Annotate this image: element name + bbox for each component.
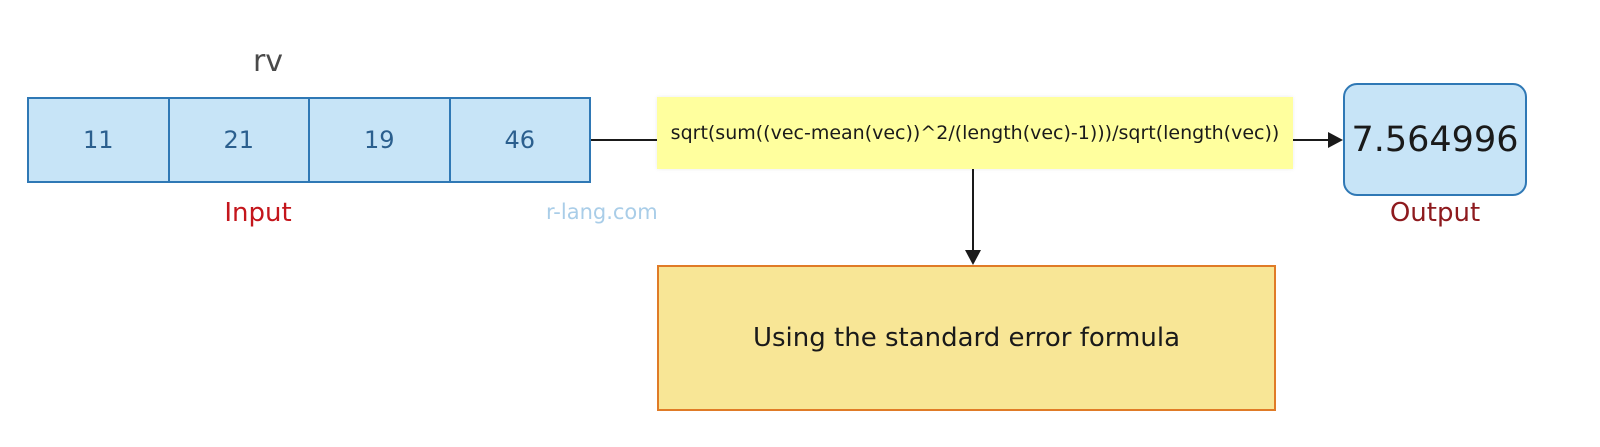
method-description-box: Using the standard error formula — [657, 265, 1276, 411]
method-arrowhead-icon — [965, 250, 981, 265]
vector-cell: 21 — [170, 99, 310, 181]
output-value-box: 7.564996 — [1343, 83, 1527, 196]
vector-cell: 46 — [504, 126, 536, 154]
output-arrowhead-icon — [1328, 132, 1343, 148]
output-caption: Output — [1389, 198, 1481, 228]
vector-name-label: rv — [252, 44, 284, 79]
vector-cell: 11 — [29, 99, 170, 181]
input-vector: 11 21 19 46 — [27, 97, 591, 183]
input-caption: Input — [224, 198, 292, 228]
vector-cell: 19 — [310, 99, 451, 181]
formula-box: sqrt(sum((vec-mean(vec))^2/(length(vec)-… — [657, 97, 1293, 169]
watermark-text: r-lang.com — [546, 200, 658, 224]
